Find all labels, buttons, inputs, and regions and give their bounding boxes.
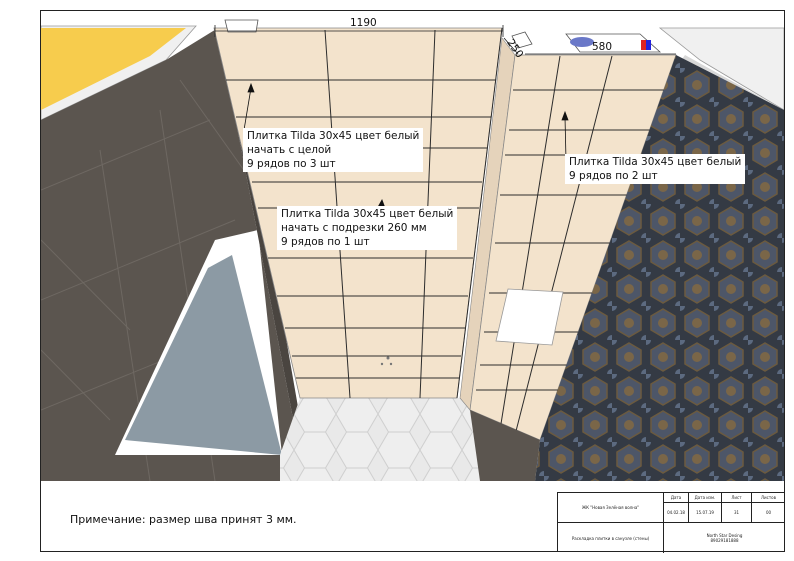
company-block: North Star Desing 89029181888 (664, 523, 785, 553)
date-changed-value: 15.07.19 (689, 503, 722, 523)
company-name: North Star Desing (706, 533, 743, 538)
tap-icon (641, 40, 646, 50)
label-line: начать с целой (247, 144, 332, 156)
tile-label-main-left: Плитка Tilda 30x45 цвет белый начать с ц… (243, 128, 424, 172)
header-date: Дата (664, 493, 689, 503)
sheet-value: 31 (722, 503, 752, 523)
right-wall-grid (476, 55, 664, 436)
header-sheets: Листов (752, 493, 785, 503)
sheet-frame (40, 10, 785, 552)
dimension-right: 580 (592, 41, 613, 53)
header-date-changed: Дата изм. (689, 493, 722, 503)
label-line: 9 рядов по 3 шт (247, 158, 336, 170)
title-block: ЖК "Новая Зелёная волна" Дата Дата изм. … (557, 492, 785, 553)
drawing-title: Раскладка плитки в санузле (стены) (558, 523, 664, 553)
company-phone: 89029181888 (710, 538, 739, 543)
sheets-value: 00 (752, 503, 785, 523)
yellow-floor-area (41, 28, 186, 110)
dimension-lines (214, 25, 676, 55)
header-sheet: Лист (722, 493, 752, 503)
label-line: Плитка Tilda 30x45 цвет белый (569, 156, 742, 168)
mirror-panel (125, 255, 282, 455)
tile-label-main-cut: Плитка Tilda 30x45 цвет белый начать с п… (277, 206, 458, 250)
grout-note: Примечание: размер шва принят 3 мм. (70, 513, 297, 526)
label-line: начать с подрезки 260 мм (281, 222, 427, 234)
render-viewport: 1190 250 580 Плитка Tilda 30x45 цвет бел… (41, 11, 784, 481)
date-value: 04.02.18 (664, 503, 689, 523)
project-name: ЖК "Новая Зелёная волна" (558, 493, 664, 523)
label-line: 9 рядов по 1 шт (281, 236, 370, 248)
sink-icon (570, 37, 594, 47)
access-panel (495, 288, 564, 346)
label-line: Плитка Tilda 30x45 цвет белый (247, 130, 420, 142)
tile-label-right: Плитка Tilda 30x45 цвет белый 9 рядов по… (565, 154, 746, 184)
dimension-top: 1190 (350, 17, 377, 29)
label-line: Плитка Tilda 30x45 цвет белый (281, 208, 454, 220)
label-line: 9 рядов по 2 шт (569, 170, 658, 182)
